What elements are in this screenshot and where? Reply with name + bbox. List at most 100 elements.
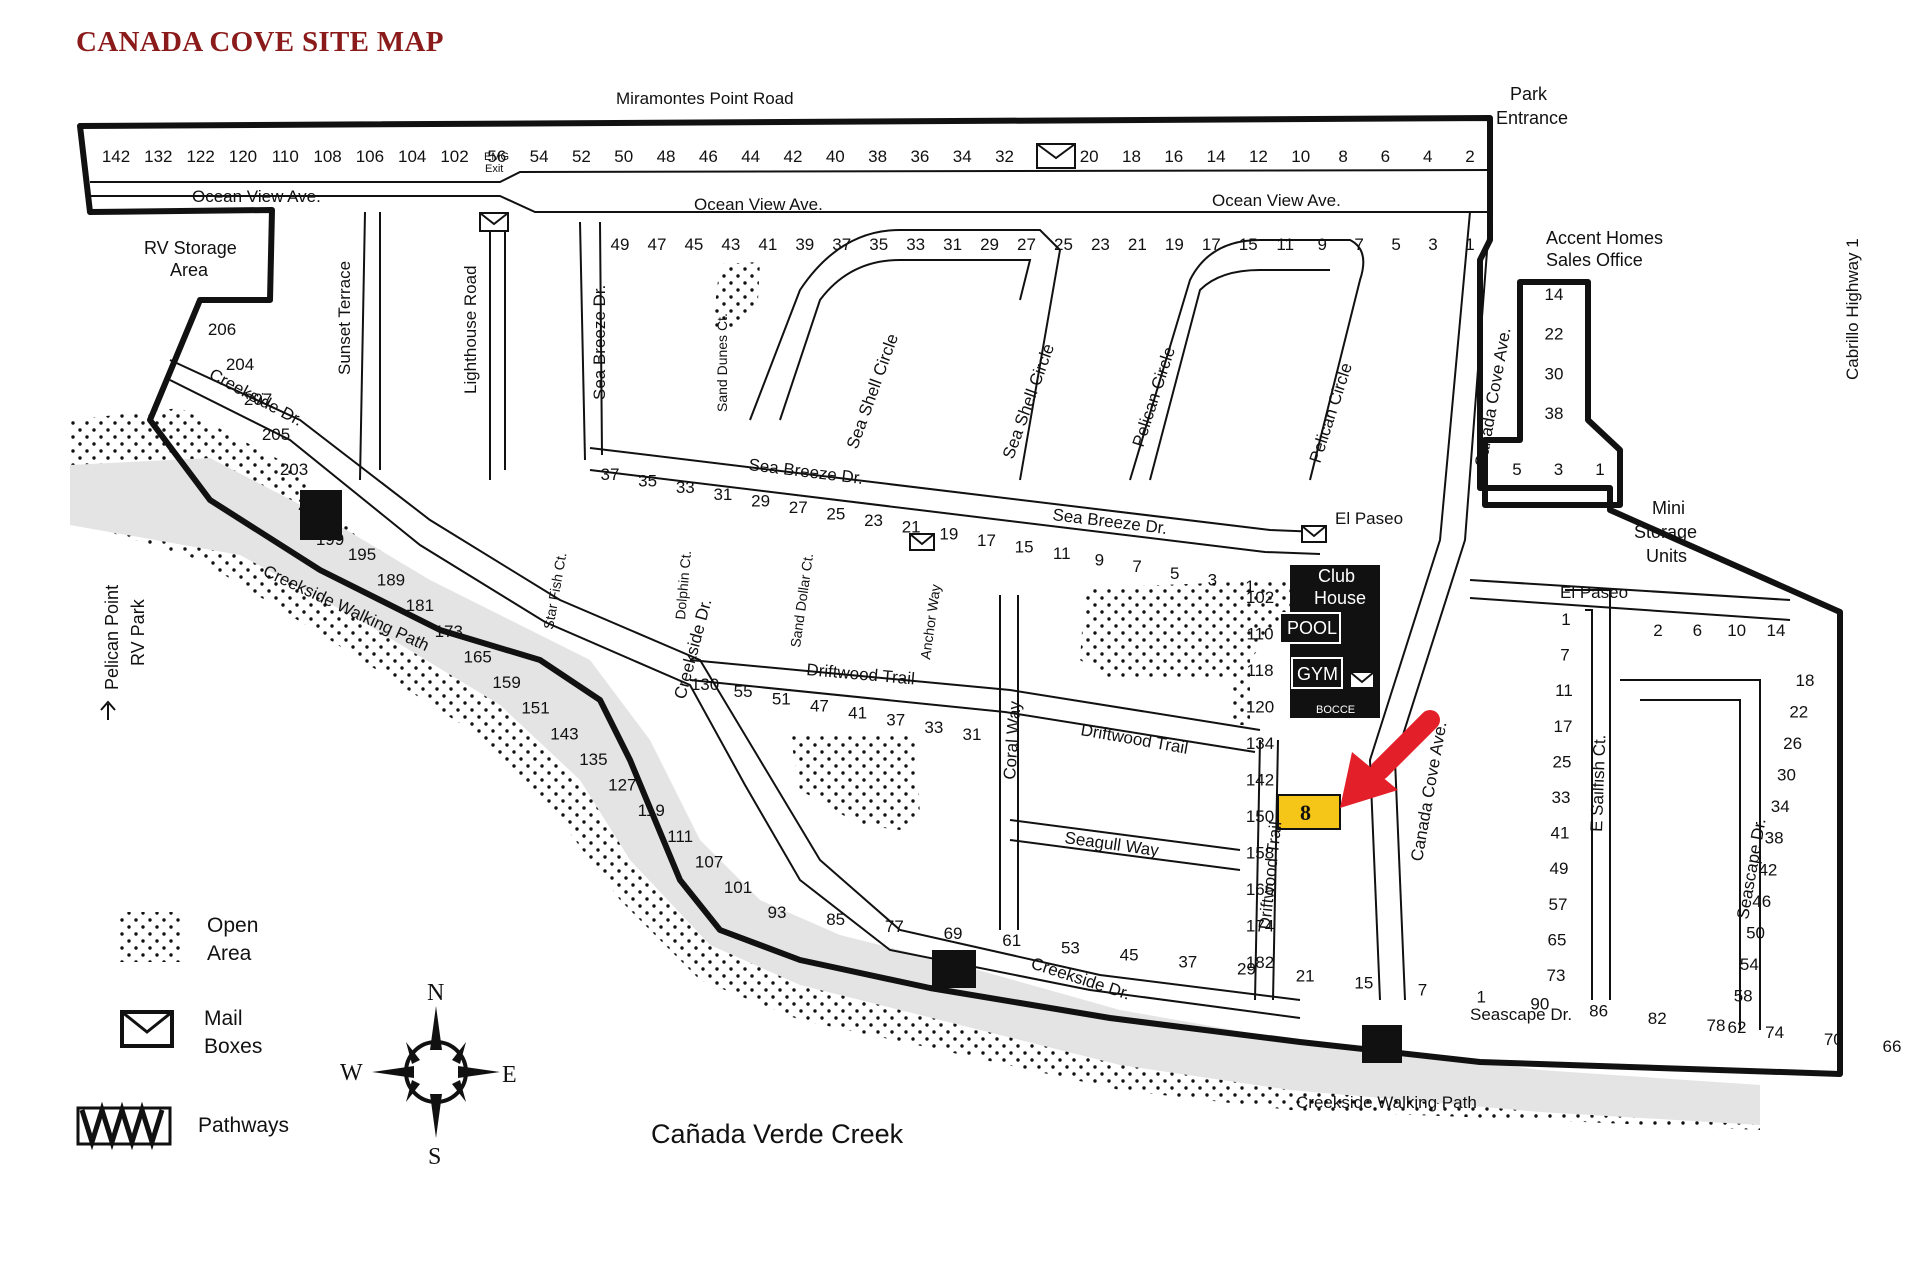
- lot-number-135[interactable]: 135: [579, 750, 607, 769]
- lot-number-132[interactable]: 132: [144, 147, 172, 166]
- lot-number-85[interactable]: 85: [826, 910, 845, 929]
- lot-number-50[interactable]: 50: [1746, 923, 1765, 942]
- lot-number-29[interactable]: 29: [1237, 959, 1256, 978]
- lot-number-104[interactable]: 104: [398, 147, 426, 166]
- lot-number-21[interactable]: 21: [902, 518, 921, 537]
- lot-number-33[interactable]: 33: [924, 718, 943, 737]
- lot-number-62[interactable]: 62: [1728, 1018, 1747, 1037]
- lot-number-3[interactable]: 3: [1554, 460, 1563, 479]
- lot-number-90[interactable]: 90: [1530, 995, 1549, 1014]
- lot-number-41[interactable]: 41: [848, 704, 867, 723]
- lot-number-43[interactable]: 43: [721, 235, 740, 254]
- lot-number-49[interactable]: 49: [1550, 859, 1569, 878]
- lot-number-158[interactable]: 158: [1246, 844, 1274, 863]
- lot-number-119[interactable]: 119: [638, 801, 665, 820]
- lot-number-14[interactable]: 14: [1207, 147, 1226, 166]
- lot-number-111[interactable]: 111: [667, 827, 693, 846]
- lot-number-6[interactable]: 6: [1381, 147, 1390, 166]
- lot-number-7[interactable]: 7: [1132, 557, 1141, 576]
- lot-number-61[interactable]: 61: [1002, 931, 1021, 950]
- lot-number-21[interactable]: 21: [1296, 966, 1315, 985]
- lot-number-40[interactable]: 40: [826, 147, 845, 166]
- lot-number-48[interactable]: 48: [657, 147, 676, 166]
- lot-number-110[interactable]: 110: [272, 147, 299, 166]
- lot-number-150[interactable]: 150: [1246, 807, 1274, 826]
- lot-number-199[interactable]: 199: [316, 530, 344, 549]
- lot-number-1[interactable]: 1: [1465, 235, 1474, 254]
- lot-number-189[interactable]: 189: [377, 571, 405, 590]
- lot-number-45[interactable]: 45: [684, 235, 703, 254]
- lot-number-3[interactable]: 3: [1428, 235, 1437, 254]
- lot-number-44[interactable]: 44: [741, 147, 760, 166]
- lot-number-23[interactable]: 23: [864, 511, 883, 530]
- lot-number-33[interactable]: 33: [676, 478, 695, 497]
- lot-number-7[interactable]: 7: [1418, 981, 1427, 1000]
- lot-number-127[interactable]: 127: [608, 776, 636, 795]
- lot-number-5[interactable]: 5: [1170, 564, 1179, 583]
- lot-number-33[interactable]: 33: [1552, 788, 1571, 807]
- lot-number-53[interactable]: 53: [1061, 938, 1080, 957]
- lot-number-25[interactable]: 25: [1054, 235, 1073, 254]
- lot-number-3[interactable]: 3: [1208, 570, 1217, 589]
- lot-number-31[interactable]: 31: [963, 725, 982, 744]
- lot-number-16[interactable]: 16: [1164, 147, 1183, 166]
- lot-number-74[interactable]: 74: [1765, 1023, 1784, 1042]
- lot-number-7[interactable]: 7: [1560, 646, 1569, 665]
- lot-number-102[interactable]: 102: [1246, 588, 1274, 607]
- lot-number-142[interactable]: 142: [1246, 771, 1274, 790]
- lot-number-73[interactable]: 73: [1547, 966, 1566, 985]
- lot-number-29[interactable]: 29: [751, 491, 770, 510]
- lot-number-78[interactable]: 78: [1706, 1016, 1725, 1035]
- lot-number-11[interactable]: 11: [1053, 544, 1071, 563]
- lot-number-12[interactable]: 12: [1249, 147, 1268, 166]
- lot-number-205[interactable]: 205: [262, 425, 290, 444]
- lot-number-38[interactable]: 38: [868, 147, 887, 166]
- lot-number-69[interactable]: 69: [944, 924, 963, 943]
- lot-number-159[interactable]: 159: [492, 673, 520, 692]
- lot-number-14[interactable]: 14: [1767, 621, 1786, 640]
- lot-number-26[interactable]: 26: [1783, 734, 1802, 753]
- lot-number-143[interactable]: 143: [550, 724, 578, 743]
- lot-number-36[interactable]: 36: [910, 147, 929, 166]
- lot-number-86[interactable]: 86: [1589, 1002, 1608, 1021]
- highlighted-lot[interactable]: [1277, 794, 1341, 830]
- lot-number-1[interactable]: 1: [1561, 610, 1570, 629]
- lot-number-21[interactable]: 21: [1128, 235, 1147, 254]
- lot-number-174[interactable]: 174: [1246, 917, 1274, 936]
- lot-number-34[interactable]: 34: [953, 147, 972, 166]
- lot-number-106[interactable]: 106: [356, 147, 384, 166]
- lot-number-201[interactable]: 201: [298, 495, 326, 514]
- lot-number-11[interactable]: 11: [1555, 681, 1573, 700]
- lot-number-77[interactable]: 77: [885, 917, 904, 936]
- lot-number-54[interactable]: 54: [1740, 955, 1759, 974]
- lot-number-207[interactable]: 207: [244, 390, 272, 409]
- lot-number-25[interactable]: 25: [1553, 752, 1572, 771]
- lot-number-15[interactable]: 15: [1354, 974, 1373, 993]
- lot-number-66[interactable]: 66: [1883, 1037, 1902, 1056]
- lot-number-18[interactable]: 18: [1122, 147, 1141, 166]
- lot-number-38[interactable]: 38: [1545, 404, 1564, 423]
- lot-number-173[interactable]: 173: [435, 622, 463, 641]
- lot-number-6[interactable]: 6: [1693, 621, 1702, 640]
- lot-number-51[interactable]: 51: [772, 689, 791, 708]
- lot-number-9[interactable]: 9: [1095, 551, 1104, 570]
- lot-number-29[interactable]: 29: [980, 235, 999, 254]
- lot-number-65[interactable]: 65: [1548, 930, 1567, 949]
- lot-number-23[interactable]: 23: [1091, 235, 1110, 254]
- lot-number-130[interactable]: 130: [691, 675, 719, 694]
- lot-number-182[interactable]: 182: [1246, 953, 1274, 972]
- lot-number-203[interactable]: 203: [280, 460, 308, 479]
- lot-number-35[interactable]: 35: [638, 472, 657, 491]
- lot-number-54[interactable]: 54: [530, 147, 549, 166]
- lot-number-102[interactable]: 102: [440, 147, 468, 166]
- lot-number-82[interactable]: 82: [1648, 1009, 1667, 1028]
- lot-number-27[interactable]: 27: [1017, 235, 1036, 254]
- lot-number-17[interactable]: 17: [977, 531, 996, 550]
- lot-number-4[interactable]: 4: [1423, 147, 1432, 166]
- lot-number-195[interactable]: 195: [348, 545, 376, 564]
- lot-number-19[interactable]: 19: [939, 524, 958, 543]
- lot-number-8[interactable]: 8: [1338, 147, 1347, 166]
- lot-number-25[interactable]: 25: [826, 505, 845, 524]
- lot-number-42[interactable]: 42: [1758, 860, 1777, 879]
- lot-number-47[interactable]: 47: [647, 235, 666, 254]
